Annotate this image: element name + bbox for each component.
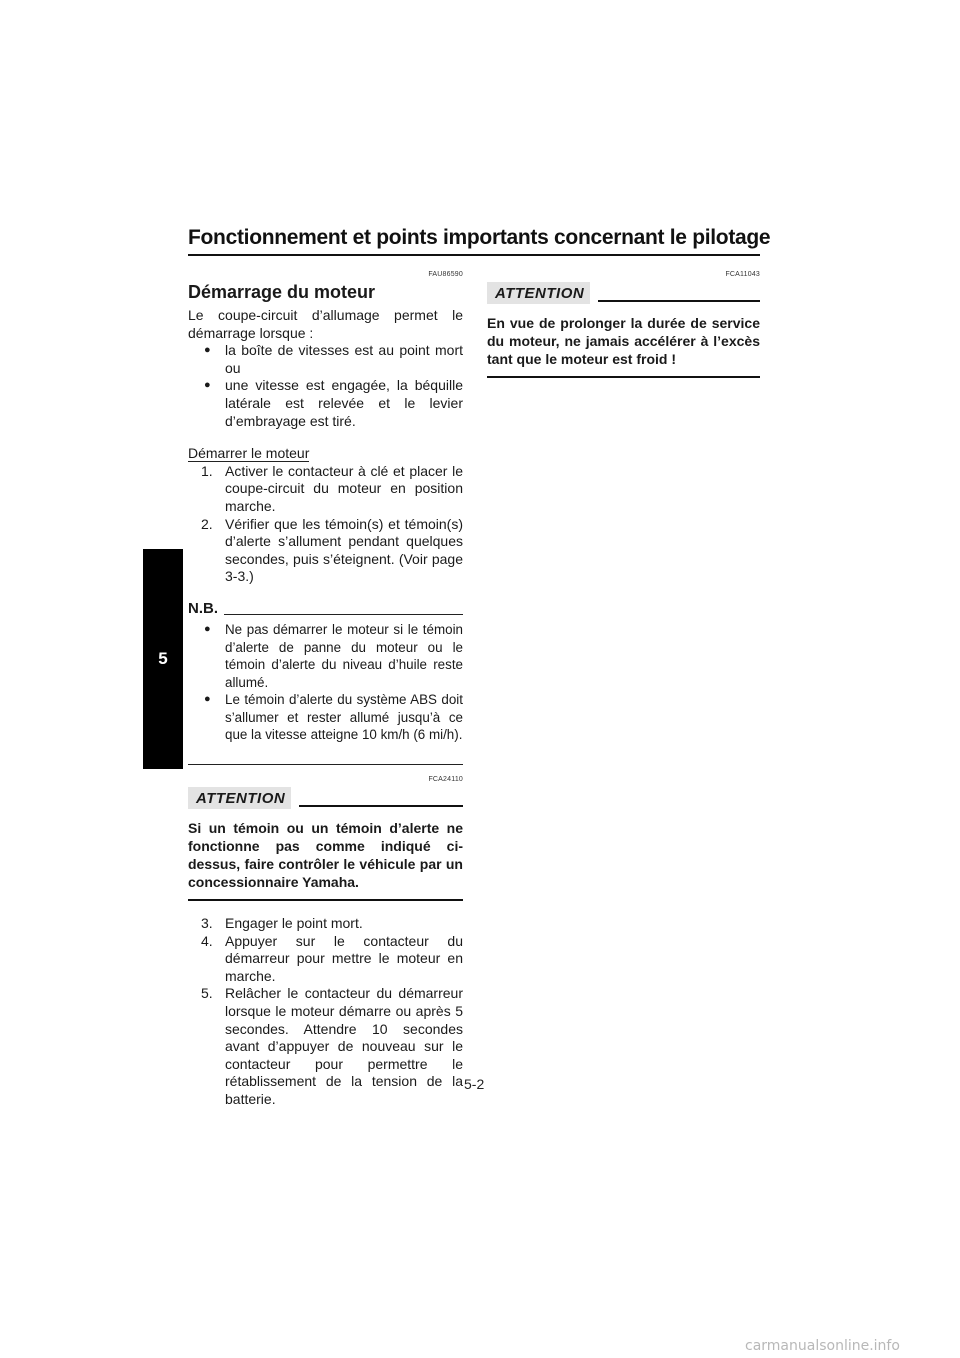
nb-rule: [224, 613, 463, 615]
attention-label: ATTENTION: [487, 282, 591, 304]
nb-end-rule: [188, 764, 463, 766]
attention-ref-code: FCA11043: [725, 271, 760, 278]
step-text: Appuyer sur le contacteur du démarreur p…: [225, 932, 463, 984]
condition-item: une vitesse est engagée, la béquille lat…: [188, 377, 463, 430]
attention-end-rule: [188, 899, 463, 902]
attention-header: ATTENTION: [487, 282, 760, 304]
attention-ref-code: FCA24110: [428, 776, 463, 784]
nb-label: N.B.: [188, 599, 218, 617]
condition-item: la boîte de vitesses est au point mort o…: [188, 342, 463, 377]
chapter-tab-number: 5: [158, 649, 168, 668]
page-header-title: Fonctionnement et points importants conc…: [188, 226, 771, 249]
left-column: FAU86590 Démarrage du moteur Le coupe-ci…: [188, 270, 463, 1109]
nb-item: Ne pas démarrer le moteur si le témoin d…: [188, 621, 463, 691]
step-number: 2.: [201, 515, 213, 532]
attention-text: Si un témoin ou un témoin d’alerte ne fo…: [188, 820, 463, 891]
attention-label: ATTENTION: [188, 787, 292, 810]
nb-header: N.B.: [188, 600, 463, 617]
step-item: 5. Relâcher le contacteur du démarreur l…: [188, 985, 463, 1108]
step-item: 2. Vérifier que les témoin(s) et témoin(…: [188, 516, 463, 586]
right-column: FCA11043 ATTENTION En vue de prolonger l…: [487, 270, 760, 378]
section-title: Démarrage du moteur: [188, 282, 376, 302]
nb-item: Le témoin d’alerte du système ABS doit s…: [188, 691, 463, 744]
step-text: Vérifier que les témoin(s) et témoin(s) …: [225, 515, 463, 585]
procedure-label: Démarrer le moteur: [188, 445, 310, 463]
step-item: 1. Activer le contacteur à clé et placer…: [188, 463, 463, 516]
step-number: 3.: [201, 915, 213, 932]
page-number: 5-2: [464, 1076, 485, 1092]
attention-header: ATTENTION: [188, 787, 463, 810]
step-number: 1.: [201, 462, 213, 479]
step-number: 4.: [201, 932, 213, 949]
header-rule: [188, 254, 760, 256]
intro-paragraph: Le coupe-circuit d’allumage permet le dé…: [188, 307, 463, 341]
section-ref-code: FAU86590: [428, 271, 463, 278]
attention-text: En vue de prolonger la durée de service …: [487, 315, 760, 367]
attention-rule: [299, 805, 463, 808]
step-item: 3. Engager le point mort.: [188, 915, 463, 933]
step-number: 5.: [201, 985, 213, 1002]
watermark: carmanualsonline.info: [745, 1338, 900, 1354]
nb-body: Ne pas démarrer le moteur si le témoin d…: [188, 621, 463, 744]
step-text: Relâcher le contacteur du démarreur lors…: [225, 985, 463, 1107]
chapter-tab: 5: [143, 549, 183, 769]
step-text: Activer le contacteur à clé et placer le…: [225, 462, 463, 514]
step-text: Engager le point mort.: [225, 915, 363, 932]
attention-rule: [598, 300, 760, 302]
step-item: 4. Appuyer sur le contacteur du démarreu…: [188, 933, 463, 986]
attention-end-rule: [487, 376, 760, 378]
